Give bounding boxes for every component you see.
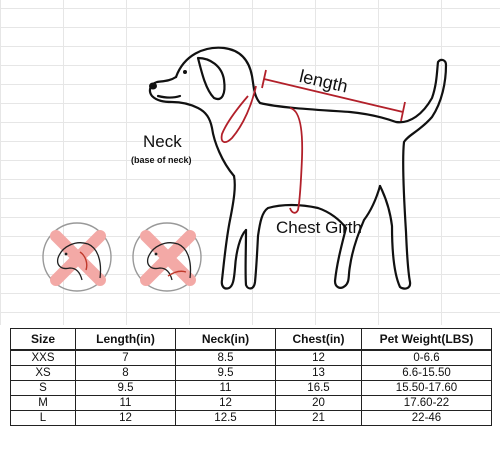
cell-weight: 17.60-22 [361,395,492,411]
dog-head-wrong-collar-icon-2 [132,222,202,292]
cell-size: L [10,410,76,426]
cell-chest: 21 [275,410,362,426]
neck-note-label: (base of neck) [131,155,192,165]
neck-loop [220,85,257,143]
header-size: Size [10,328,76,351]
length-end-tick [400,101,406,122]
cell-length: 12 [75,410,176,426]
cell-weight: 6.6-15.50 [361,365,492,381]
cell-weight: 22-46 [361,410,492,426]
cell-neck: 11 [175,380,276,396]
cell-neck: 9.5 [175,365,276,381]
neck-label: Neck [143,132,182,151]
cell-chest: 20 [275,395,362,411]
cell-length: 8 [75,365,176,381]
cell-weight: 15.50-17.60 [361,380,492,396]
cell-weight: 0-6.6 [361,349,492,366]
cell-neck: 8.5 [175,349,276,366]
header-neck: Neck(in) [175,328,276,351]
cell-chest: 12 [275,349,362,366]
table-row: L 12 12.5 21 22-46 [10,410,492,426]
cell-length: 9.5 [75,380,176,396]
measurement-diagram: length Neck (base of neck) Chest Girth [0,0,500,325]
header-weight: Pet Weight(LBS) [361,328,492,351]
cell-neck: 12 [175,395,276,411]
dog-head-wrong-collar-icon [42,222,112,292]
cell-size: S [10,380,76,396]
table-row: S 9.5 11 16.5 15.50-17.60 [10,380,492,396]
table-header-row: Size Length(in) Neck(in) Chest(in) Pet W… [10,328,492,351]
cell-size: XXS [10,349,76,366]
cell-length: 7 [75,349,176,366]
table-row: XS 8 9.5 13 6.6-15.50 [10,365,492,381]
header-length: Length(in) [75,328,176,351]
header-chest: Chest(in) [275,328,362,351]
table-row: XXS 7 8.5 12 0-6.6 [10,349,492,366]
cell-neck: 12.5 [175,410,276,426]
size-chart-table: Size Length(in) Neck(in) Chest(in) Pet W… [10,328,492,426]
length-line [263,78,404,113]
table-row: M 11 12 20 17.60-22 [10,395,492,411]
cell-chest: 13 [275,365,362,381]
measurement-lines [220,69,406,214]
cell-size: M [10,395,76,411]
chest-girth-loop [289,107,304,214]
chest-girth-label: Chest Girth [276,218,362,237]
cell-length: 11 [75,395,176,411]
cell-size: XS [10,365,76,381]
diagram-graphics [42,46,448,292]
cell-chest: 16.5 [275,380,362,396]
